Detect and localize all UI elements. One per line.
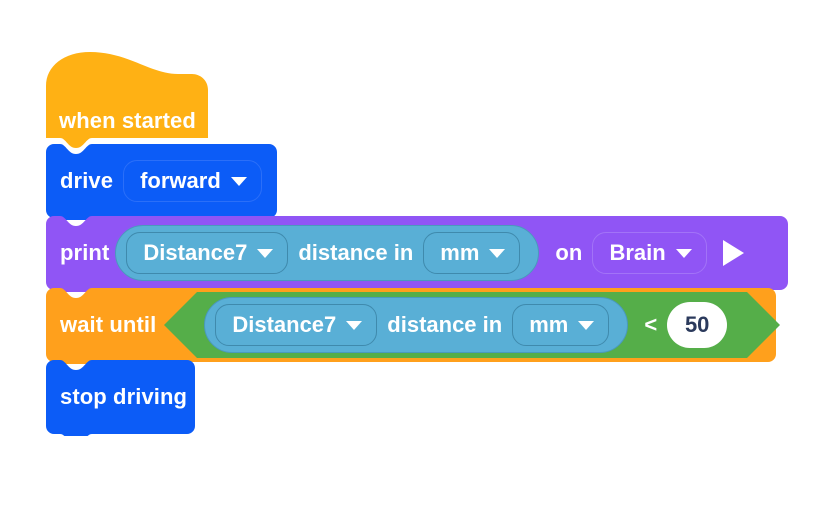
drive-label: drive (60, 168, 114, 193)
chevron-down-icon (257, 248, 274, 258)
reporter-distance-condition[interactable]: Distance7 distance in mm (204, 297, 629, 353)
play-arrow-icon[interactable] (722, 240, 744, 266)
chevron-down-icon (346, 320, 363, 330)
print-target-value: Brain (609, 240, 666, 265)
threshold-number-value: 50 (684, 312, 710, 337)
stop-driving-label: stop driving (60, 384, 188, 409)
print-on-label: on (555, 240, 583, 265)
block-wait-until[interactable]: wait until Distance7 distance in (46, 288, 781, 364)
threshold-number-input[interactable]: 50 (667, 302, 728, 348)
block-drive[interactable]: drive forward (46, 144, 277, 220)
condition-unit-value: mm (529, 312, 569, 337)
block-print[interactable]: print Distance7 distance in mm on Brain (46, 216, 788, 292)
when-started-shape (46, 52, 208, 148)
print-device-value: Distance7 (143, 240, 248, 265)
condition-device-value: Distance7 (232, 312, 337, 337)
drive-direction-value: forward (140, 168, 221, 193)
chevron-down-icon (489, 248, 506, 258)
chevron-down-icon (675, 248, 692, 258)
print-distance-in-label: distance in (298, 240, 414, 265)
block-when-started[interactable]: when started (46, 52, 208, 152)
print-target-dropdown[interactable]: Brain (592, 232, 707, 274)
print-label: print (60, 240, 110, 265)
condition-unit-dropdown[interactable]: mm (512, 304, 610, 346)
when-started-label: when started (59, 108, 196, 133)
print-unit-dropdown[interactable]: mm (423, 232, 521, 274)
reporter-distance-print[interactable]: Distance7 distance in mm (115, 225, 540, 281)
boolean-less-than[interactable]: Distance7 distance in mm < 50 (164, 292, 781, 358)
print-unit-value: mm (440, 240, 480, 265)
chevron-down-icon (230, 176, 247, 186)
chevron-down-icon (578, 320, 595, 330)
stop-driving-block-shape (46, 360, 195, 436)
condition-distance-in-label: distance in (387, 312, 503, 337)
condition-device-dropdown[interactable]: Distance7 (215, 304, 378, 346)
comparison-operator: < (644, 312, 658, 337)
block-stop-driving[interactable]: stop driving (46, 360, 195, 436)
drive-direction-dropdown[interactable]: forward (123, 160, 262, 202)
print-device-dropdown[interactable]: Distance7 (126, 232, 289, 274)
wait-until-label: wait until (60, 312, 157, 337)
